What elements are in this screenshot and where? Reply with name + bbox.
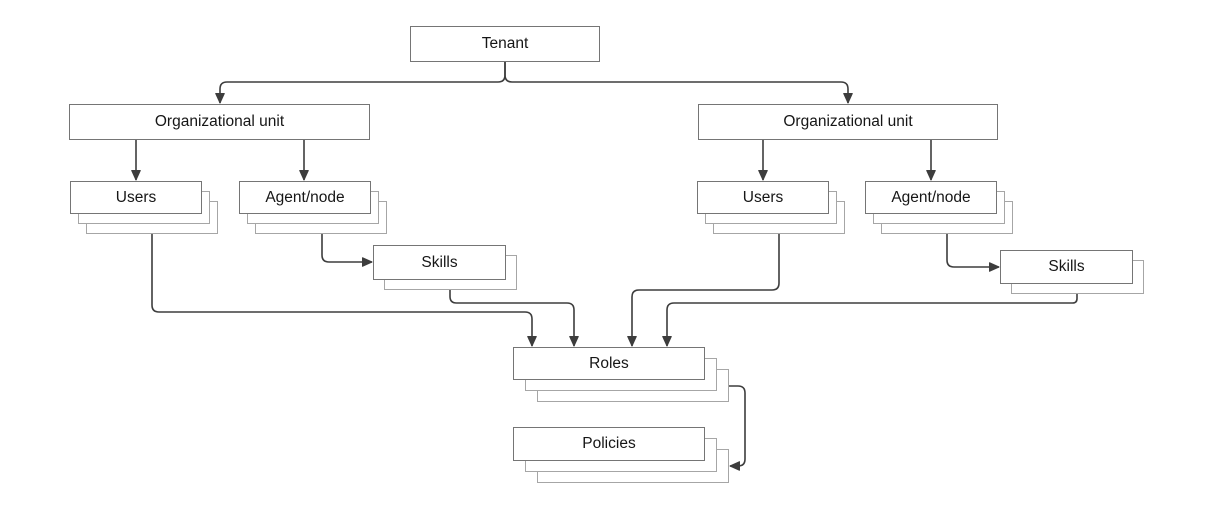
node-org-left: Organizational unit — [69, 104, 370, 140]
node-agent-right-label: Agent/node — [891, 188, 971, 206]
node-agent-left: Agent/node — [239, 181, 371, 214]
node-agent-left-label: Agent/node — [265, 188, 345, 206]
edge-tenant-to-org-right — [504, 62, 853, 104]
edge-skills-right-to-roles — [662, 294, 1078, 347]
node-org-right-label: Organizational unit — [783, 113, 913, 131]
edge-users-right-to-roles — [627, 234, 780, 347]
node-policies-label: Policies — [582, 435, 636, 453]
node-users-right-label: Users — [742, 188, 784, 206]
node-users-left-label: Users — [115, 188, 157, 206]
node-org-left-label: Organizational unit — [154, 113, 285, 131]
edge-agent-right-to-skills — [946, 234, 1000, 272]
edge-roles-to-policies — [729, 385, 746, 471]
edge-tenant-to-org-left — [215, 62, 506, 104]
node-roles-label: Roles — [589, 354, 629, 372]
node-skills-left-label: Skills — [421, 253, 458, 271]
node-users-left: Users — [70, 181, 202, 214]
node-roles: Roles — [513, 347, 705, 380]
node-tenant: Tenant — [410, 26, 600, 62]
node-skills-right: Skills — [1000, 250, 1133, 284]
node-skills-left: Skills — [373, 245, 506, 280]
node-users-right: Users — [697, 181, 829, 214]
node-tenant-label: Tenant — [481, 35, 529, 53]
edge-skills-left-to-roles — [449, 290, 579, 347]
edge-agent-left-to-skills — [321, 234, 373, 267]
node-policies: Policies — [513, 427, 705, 461]
node-agent-right: Agent/node — [865, 181, 997, 214]
node-skills-right-label: Skills — [1048, 258, 1085, 276]
node-org-right: Organizational unit — [698, 104, 998, 140]
